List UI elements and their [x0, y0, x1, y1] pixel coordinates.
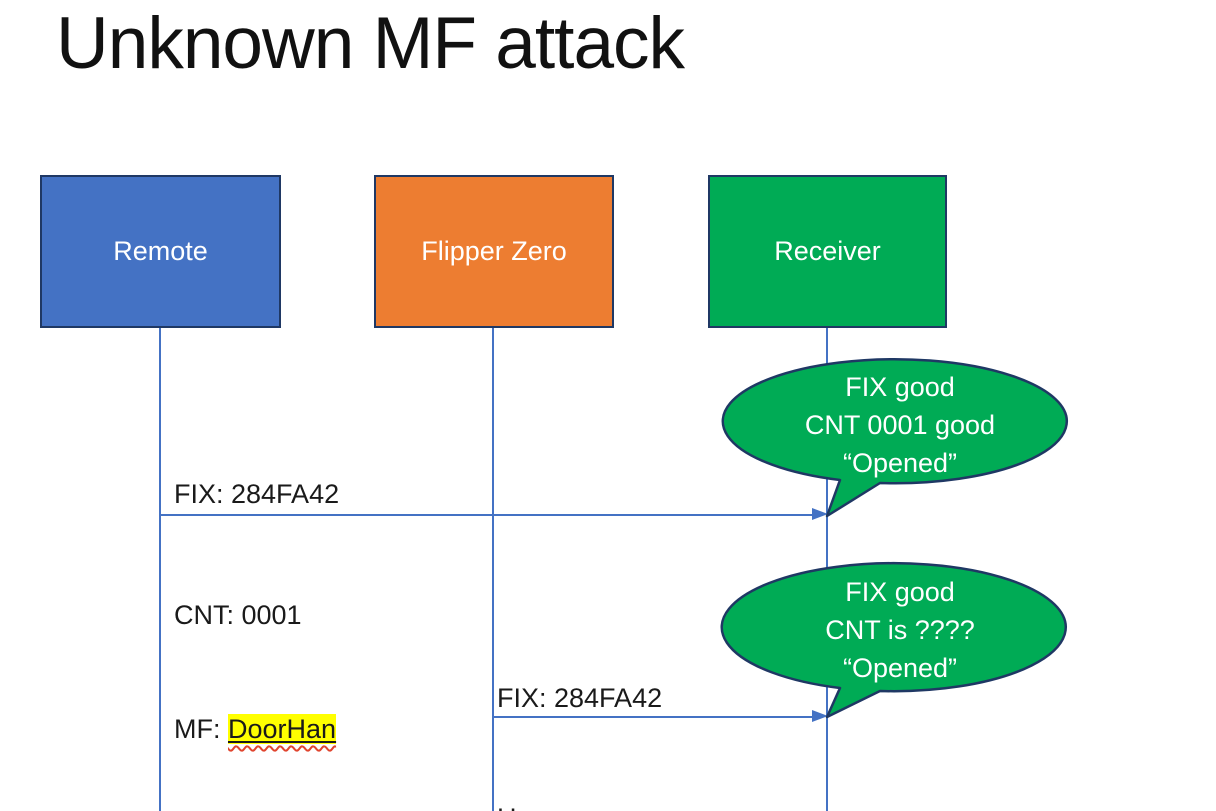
message1-details: CNT: 0001 MF: DoorHan [174, 520, 337, 811]
arrowhead-icon [812, 710, 828, 722]
actor-box-receiver: Receiver [708, 175, 947, 328]
speech-bubble-1-text: FIX good CNT 0001 good “Opened” [745, 368, 1055, 482]
actor-label-receiver: Receiver [774, 236, 881, 266]
message2-fix-line: FIX: 284FA42 [497, 683, 663, 713]
actor-label-flipper-zero: Flipper Zero [421, 236, 567, 266]
misspelling-squiggle: xxxxxxxx [562, 803, 670, 811]
message2-details: Hop: xxxxxxxx MF: Unknown [497, 723, 670, 811]
lifeline-remote [159, 328, 161, 811]
message1-mf-line: MF: DoorHan [174, 710, 337, 748]
arrowhead-icon [812, 508, 828, 520]
bubble-line: “Opened” [842, 653, 958, 683]
actor-box-flipper-zero: Flipper Zero [374, 175, 614, 328]
speech-bubble-2 [720, 561, 1067, 719]
message-arrow-remote-to-receiver [160, 514, 814, 516]
misspelling-squiggle: DoorHan [228, 714, 337, 744]
message-arrow-flipper-to-receiver [493, 716, 814, 718]
message1-fix-line: FIX: 284FA42 [174, 479, 340, 509]
hop-value-underlined: xxxxxxxx [562, 803, 670, 811]
bubble-line: “Opened” [842, 448, 958, 478]
bubble-line: FIX good [845, 372, 955, 402]
slide-title: Unknown MF attack [56, 3, 685, 84]
message2-hop-line: Hop: xxxxxxxx [497, 799, 670, 811]
actor-box-remote: Remote [40, 175, 281, 328]
bubble-line: CNT 0001 good [804, 410, 996, 440]
hop-label: Hop: [497, 803, 562, 811]
speech-bubble-1 [721, 357, 1069, 518]
message1-cnt-line: CNT: 0001 [174, 600, 302, 630]
bubble-line: FIX good [845, 577, 955, 607]
lifeline-flipper-zero [492, 328, 494, 811]
speech-bubble-2-text: FIX good CNT is ???? “Opened” [745, 573, 1055, 687]
actor-label-remote: Remote [113, 236, 208, 266]
mf-value-highlighted: DoorHan [228, 714, 337, 744]
bubble-line: CNT is ???? [825, 615, 975, 645]
mf-label: MF: [174, 714, 228, 744]
